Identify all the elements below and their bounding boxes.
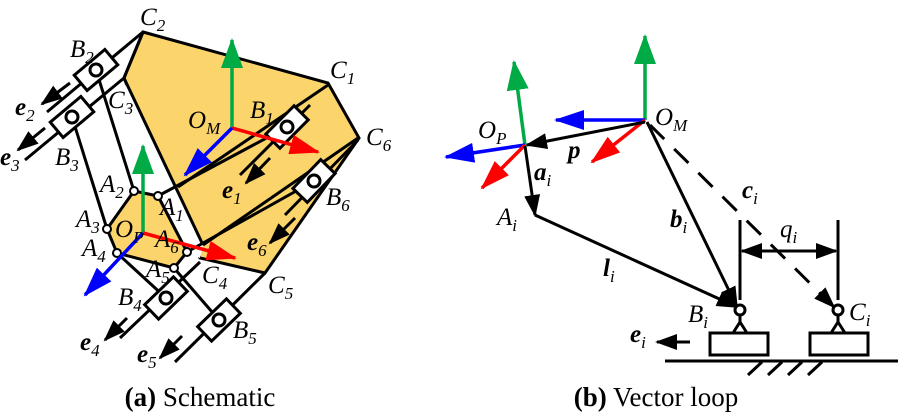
- label-c: ci: [742, 177, 758, 208]
- label-Ai: Ai: [495, 204, 517, 235]
- label-C6: C6: [366, 124, 392, 155]
- slider-B2: [72, 47, 120, 93]
- label-e6: e6: [247, 229, 267, 260]
- OP-x-axis-arrow: [480, 143, 527, 190]
- label-b: bi: [670, 206, 688, 237]
- label-A6: A6: [153, 226, 179, 257]
- spherical-joints: [102, 186, 192, 273]
- OP-z-axis-arrow: [444, 142, 526, 163]
- label-e2: e2: [15, 94, 35, 125]
- label-e: ei: [630, 321, 646, 352]
- slider-B5: [195, 296, 243, 344]
- frame-edge: [122, 77, 205, 246]
- x-axis-arrow: [142, 231, 237, 261]
- label-e4: e4: [80, 329, 100, 360]
- label-e3: e3: [0, 144, 20, 175]
- label-B6: B6: [326, 184, 350, 215]
- label-C4: C4: [202, 262, 228, 293]
- label-e5: e5: [137, 341, 157, 372]
- label-a: ai: [534, 159, 552, 190]
- label-OM: OM: [655, 104, 688, 135]
- caption-a: (a) Schematic: [125, 382, 276, 412]
- direction-arrows: [16, 81, 297, 360]
- label-p: p: [566, 137, 581, 164]
- label-A3: A3: [74, 206, 100, 237]
- label-C1: C1: [330, 57, 355, 88]
- label-Ci: Ci: [849, 299, 871, 330]
- label-C5: C5: [268, 272, 293, 303]
- label-Bi: Bi: [688, 301, 708, 332]
- label-OP: OP: [115, 216, 143, 247]
- OP-y-axis-arrow: [506, 60, 529, 146]
- vector-c-dashed: [648, 123, 836, 309]
- z-axis-arrow: [83, 231, 145, 297]
- OM-x-axis-arrow: [590, 118, 647, 164]
- label-A5: A5: [144, 256, 170, 287]
- label-B3: B3: [55, 144, 79, 175]
- label-A2: A2: [98, 171, 124, 202]
- vector-l: [534, 213, 739, 309]
- label-l: li: [603, 255, 615, 286]
- vector-loop-panel: OM OP p ai Ai bi ci qi li Bi Ci ei (b) V…: [444, 34, 898, 412]
- caption-b: (b) Vector loop: [574, 382, 738, 412]
- label-e1: e1: [222, 177, 242, 208]
- slider-B4: [142, 274, 190, 322]
- label-C3: C3: [108, 87, 133, 118]
- frame-OM-axes: [183, 38, 320, 177]
- z-axis-arrow: [183, 126, 234, 177]
- label-A1: A1: [158, 194, 184, 225]
- frame-OP-axes: [83, 144, 237, 297]
- label-C2: C2: [140, 4, 166, 35]
- vector-p: [525, 120, 646, 150]
- vector-a: [523, 145, 541, 217]
- label-B2: B2: [70, 36, 94, 67]
- slider-Ci: [808, 303, 870, 357]
- label-A4: A4: [80, 235, 106, 266]
- slider-B3: [48, 94, 96, 140]
- label-q: qi: [780, 216, 798, 247]
- label-OP: OP: [478, 117, 506, 148]
- label-OM: OM: [188, 107, 221, 138]
- label-B5: B5: [233, 317, 257, 348]
- vector-b: [645, 121, 739, 309]
- ground: [665, 359, 898, 377]
- slider-B6: [290, 157, 338, 205]
- label-B1: B1: [250, 97, 274, 128]
- label-B4: B4: [118, 284, 142, 315]
- x-axis-arrow: [231, 126, 320, 155]
- frame-edge: [122, 31, 145, 79]
- schematic-panel: C2 C1 C6 C3 C4 C5 B1 B2 B3 B4 B5 B6 A2 A…: [0, 4, 392, 412]
- slider-Bi: [708, 303, 770, 357]
